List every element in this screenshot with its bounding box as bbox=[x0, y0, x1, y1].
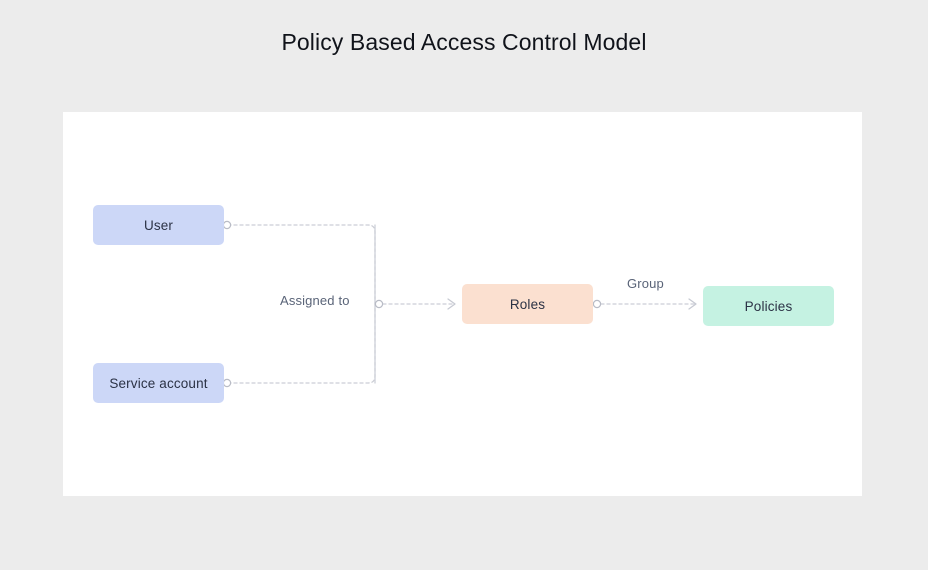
port-junction-out bbox=[374, 299, 384, 309]
edge-service-account-to-junction bbox=[227, 296, 376, 384]
node-roles-label: Roles bbox=[509, 296, 546, 312]
port-user-out bbox=[222, 220, 232, 230]
node-policies[interactable]: Policies bbox=[703, 286, 834, 326]
arrowhead-roles-icon bbox=[447, 298, 456, 310]
node-service-account-label: Service account bbox=[109, 375, 208, 391]
edge-user-to-junction bbox=[227, 224, 376, 298]
node-service-account[interactable]: Service account bbox=[93, 363, 224, 403]
node-user-label: User bbox=[143, 217, 174, 233]
diagram-canvas: User Service account Roles Policies Assi… bbox=[63, 112, 862, 496]
edge-label-group: Group bbox=[627, 276, 664, 291]
page-title: Policy Based Access Control Model bbox=[281, 29, 647, 55]
node-user[interactable]: User bbox=[93, 205, 224, 245]
port-roles-out bbox=[592, 299, 602, 309]
diagram-connectors bbox=[222, 220, 697, 388]
node-policies-label: Policies bbox=[744, 298, 793, 314]
arrowhead-policies-icon bbox=[688, 298, 697, 310]
edge-label-assigned-to: Assigned to bbox=[280, 293, 350, 308]
port-service-account-out bbox=[222, 378, 232, 388]
node-roles[interactable]: Roles bbox=[462, 284, 593, 324]
